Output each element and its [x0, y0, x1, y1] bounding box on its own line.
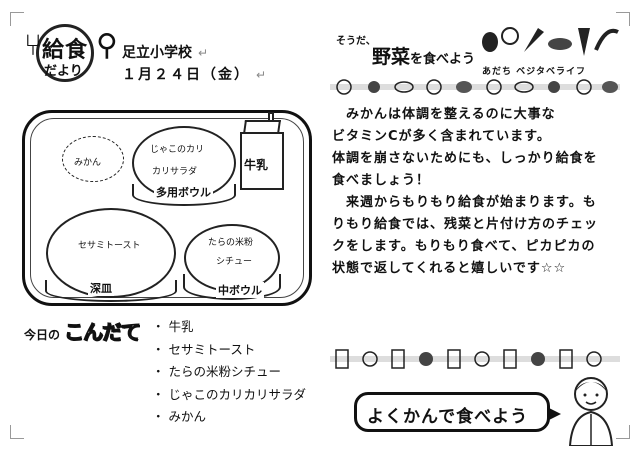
article-line: ビタミンCが多く含まれています。 — [332, 129, 551, 144]
crop-mark — [616, 12, 630, 26]
article-line: 体調を崩さないためにも、しっかり給食を — [332, 151, 598, 166]
vegetables-icon — [482, 27, 619, 56]
stew-bowl — [183, 224, 281, 300]
crop-mark — [616, 425, 630, 439]
menu-list: ・牛乳 ・セサミトースト ・たらの米粉シチュー ・じゃこのカリカリサラダ ・みか… — [152, 316, 306, 429]
issue-date: １月２４日（金）↵ — [122, 67, 269, 83]
article-line: りもり給食では、残菜と片付け方のチェッ — [332, 217, 599, 232]
crop-mark — [10, 425, 24, 439]
mikan-label: みかん — [74, 158, 102, 168]
salad-label-line1: じゃこのカリ — [150, 145, 205, 155]
article-body: みかんは体調を整えるのに大事な ビタミンCが多く含まれています。 体調を崩さない… — [332, 104, 624, 280]
campaign-subtitle: あだち ベジタベライフ — [482, 67, 586, 77]
school-name: 足立小学校↵ — [122, 45, 209, 61]
lunch-tray: みかん じゃこのカリ カリサラダ 多用ボウル 牛乳 セサミトースト 深皿 たらの… — [22, 98, 312, 313]
vegetable-border-decoration — [330, 79, 620, 95]
salad-label-line2: カリサラダ — [152, 167, 198, 177]
menu-item: ・セサミトースト — [152, 341, 256, 357]
vegetable-border-decoration — [330, 349, 620, 369]
stew-label-line2: シチュー — [216, 257, 253, 267]
bubble-text: よくかんで食べよう — [367, 407, 529, 427]
campaign-title: 野菜を食べよう — [372, 46, 476, 68]
article-line: クをします。もりもり食べて、ピカピカの — [332, 239, 596, 254]
logo-subtitle: だより — [44, 64, 83, 79]
tray-outline — [22, 110, 312, 306]
menu-item: ・牛乳 — [152, 319, 194, 334]
crop-mark — [10, 12, 24, 26]
fork-icon: ⑂ — [24, 28, 42, 63]
article-line: 食べましょう！ — [332, 173, 431, 188]
milk-label: 牛乳 — [244, 158, 269, 172]
bread-label: セサミトースト — [78, 241, 141, 251]
todays-menu-heading-prefix: 今日の — [24, 328, 61, 342]
article-line: みかんは体調を整えるのに大事な — [332, 107, 556, 122]
mikan-plate — [62, 136, 124, 182]
tray-inner-outline — [30, 118, 304, 298]
campaign-lead: そうだ、 — [336, 36, 376, 47]
vegetable-campaign-header: そうだ、 野菜を食べよう あだち ベジタベライフ — [330, 22, 620, 94]
menu-item: ・たらの米粉シチュー — [152, 364, 282, 379]
todays-menu-heading-title: こんだて — [64, 320, 142, 345]
bread-dish-label: 深皿 — [88, 280, 114, 296]
todays-menu-heading: 今日の こんだて — [24, 316, 142, 350]
milk-carton: 牛乳 — [240, 112, 294, 192]
stew-bowl-label: 中ボウル — [216, 282, 264, 298]
salad-bowl-label: 多用ボウル — [154, 184, 213, 200]
speech-bubble: よくかんで食べよう — [354, 392, 561, 432]
menu-item: ・みかん — [152, 409, 207, 424]
stew-label-line1: たらの米粉 — [208, 238, 254, 248]
newsletter-logo: ⑂ ⚲ 給食 だより — [22, 22, 118, 86]
article-line: 状態で返してくれると嬉しいです☆☆ — [332, 261, 567, 276]
nutritionist-icon — [568, 377, 614, 446]
logo-title: 給食 — [42, 38, 89, 63]
article-line: 来週からもりもり給食が始まります。も — [332, 195, 597, 210]
menu-item: ・じゃこのカリカリサラダ — [152, 386, 307, 402]
spoon-icon: ⚲ — [96, 28, 118, 63]
plate-icon — [36, 24, 94, 82]
